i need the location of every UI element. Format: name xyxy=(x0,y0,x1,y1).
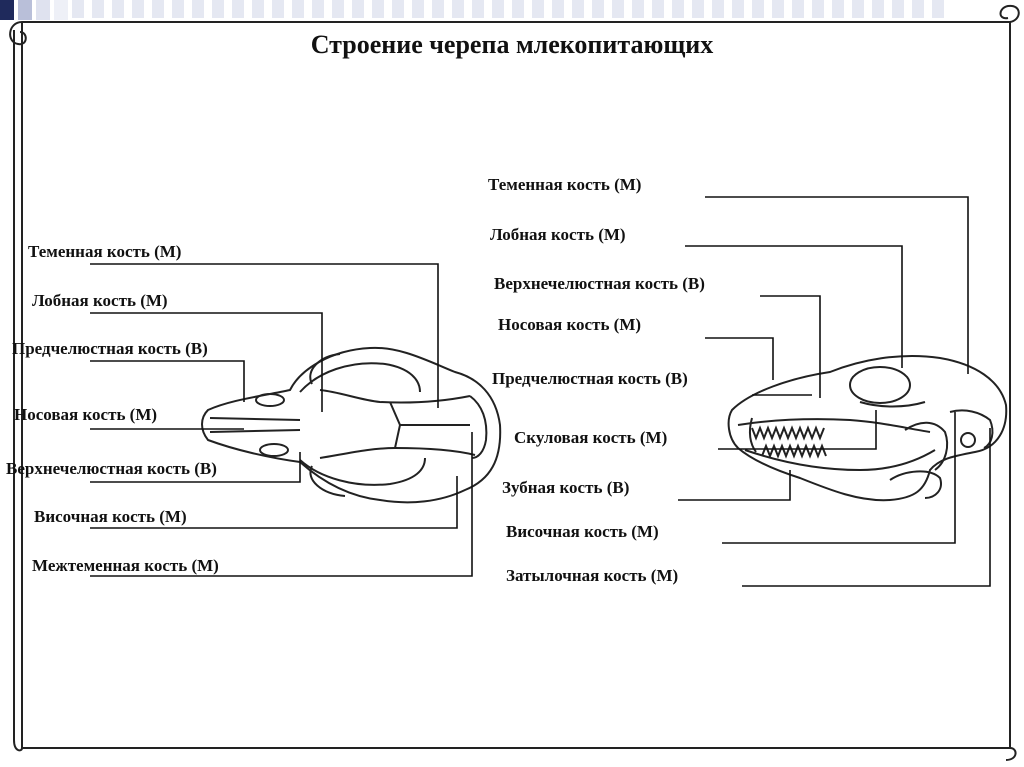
label-parietal-right: Теменная кость (М) xyxy=(488,175,642,194)
label-occipital-right: Затылочная кость (М) xyxy=(506,566,679,585)
label-temporal-right: Височная кость (М) xyxy=(506,522,659,541)
label-nasal-left: Носовая кость (М) xyxy=(14,405,158,424)
decor-square xyxy=(0,0,14,20)
label-temporal-left: Височная кость (М) xyxy=(34,507,187,526)
label-premaxilla-right: Предчелюстная кость (В) xyxy=(492,369,688,388)
label-nasal-right: Носовая кость (М) xyxy=(498,315,642,334)
skull-top-view xyxy=(201,346,502,504)
skull-side-view xyxy=(727,355,1008,502)
label-maxilla-right: Верхнечелюстная кость (В) xyxy=(494,274,705,293)
label-interparietal-left: Межтеменная кость (М) xyxy=(32,556,219,575)
top-stripe-decoration xyxy=(72,0,952,18)
decor-square xyxy=(18,0,32,20)
page-title: Строение черепа млекопитающих xyxy=(310,30,714,59)
label-zygomatic-right: Скуловая кость (М) xyxy=(514,428,668,447)
decor-square xyxy=(36,0,50,20)
label-parietal-left: Теменная кость (М) xyxy=(28,242,182,261)
decor-square xyxy=(54,0,68,20)
right-leader-lines xyxy=(678,196,991,587)
label-premaxilla-left: Предчелюстная кость (В) xyxy=(12,339,208,358)
left-leader-lines xyxy=(90,263,473,577)
label-frontal-right: Лобная кость (М) xyxy=(490,225,626,244)
corner-decoration xyxy=(0,0,72,20)
label-dentary-right: Зубная кость (В) xyxy=(502,478,630,497)
label-maxilla-left: Верхнечелюстная кость (В) xyxy=(6,459,217,478)
label-frontal-left: Лобная кость (М) xyxy=(32,291,168,310)
